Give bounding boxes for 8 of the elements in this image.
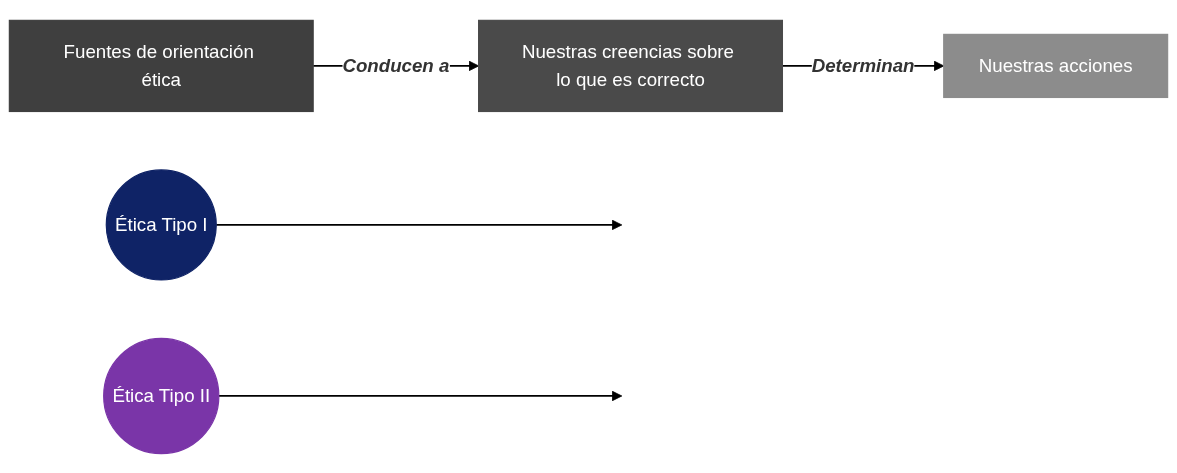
- node-circle: Ética Tipo II: [103, 337, 220, 454]
- node-box: Nuestras acciones: [943, 33, 1169, 98]
- edge-label: Conducen a: [342, 54, 450, 75]
- arrow: [218, 390, 623, 401]
- node-box: Nuestras creencias sobre lo que es correcto: [478, 19, 783, 112]
- node-box: Fuentes de orientación ética: [8, 19, 314, 112]
- edge-label: Determinan: [811, 54, 915, 75]
- node-circle: Ética Tipo I: [105, 168, 217, 281]
